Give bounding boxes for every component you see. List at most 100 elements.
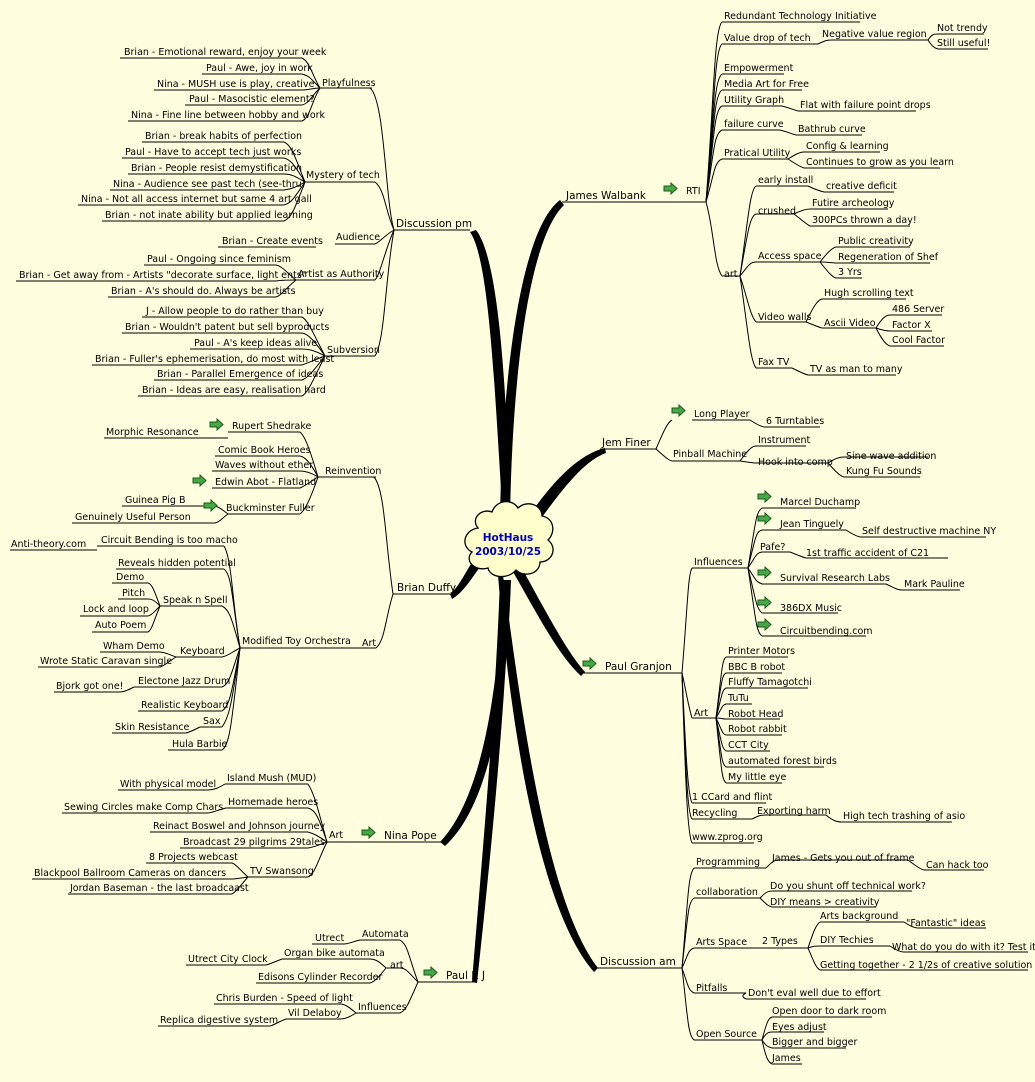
leaf-realistic-keyboard: Realistic Keyboard xyxy=(141,700,228,711)
link-arrow-icon[interactable] xyxy=(671,404,686,417)
node-nina-pope: Nina Pope xyxy=(384,830,437,842)
branch-james-walbank xyxy=(562,21,988,376)
leaf-utrect-clock: Utrect City Clock xyxy=(188,954,268,965)
node-tv-swansong: TV Swansong xyxy=(249,866,314,877)
link-arrow-icon[interactable] xyxy=(757,490,772,503)
leaf-arts-background: Arts background xyxy=(820,911,898,922)
leaf-486-server: 486 Server xyxy=(892,304,944,315)
node-negative-value: Negative value region xyxy=(822,29,927,40)
labels-james-walbank: James Walbank RTI Redundant Technology I… xyxy=(565,11,990,375)
leaf-cct-city: CCT City xyxy=(728,740,769,751)
link-arrow-icon[interactable] xyxy=(361,826,376,839)
link-arrow-icon[interactable] xyxy=(192,474,207,487)
leaf-3-yrs: 3 Yrs xyxy=(838,267,862,278)
trunk-discussion-pm xyxy=(470,230,510,520)
node-subversion: Subversion xyxy=(327,345,380,356)
node-hook-into-comp: Hook into comp xyxy=(758,457,833,468)
link-arrow-icon[interactable] xyxy=(757,512,772,525)
leaf-hugh-scrolling: Hugh scrolling text xyxy=(824,288,914,299)
leaf-jordan-baseman: Jordan Baseman - the last broadcaast xyxy=(69,883,249,894)
leaf-edisons-cylinder: Edisons Cylinder Recorder xyxy=(258,972,382,983)
leaf-386dx-music: 386DX Music xyxy=(780,603,842,614)
leaf-getting-together: Getting together - 2 1/2s of creative so… xyxy=(820,960,1032,971)
node-access-space: Access space xyxy=(758,251,822,262)
leaf-sine-wave: Sine wave addition xyxy=(846,451,936,462)
node-art-nina: Art xyxy=(329,830,343,841)
leaf-robot-head: Robot Head xyxy=(728,709,783,720)
link-arrow-icon[interactable] xyxy=(663,182,678,195)
leaf-playfulness-2: Paul - Awe, joy in work xyxy=(206,63,313,74)
leaf-static-caravan: Wrote Static Caravan single xyxy=(40,656,172,667)
node-collaboration: collaboration xyxy=(696,887,758,898)
leaf-redundant-tech: Redundant Technology Initiative xyxy=(724,11,877,22)
link-arrow-icon[interactable] xyxy=(203,499,218,512)
node-programming: Programming xyxy=(696,857,760,868)
leaf-shunt-off: Do you shunt off technical work? xyxy=(770,881,926,892)
leaf-cool-factor: Cool Factor xyxy=(892,335,945,346)
leaf-can-hack: Can hack too xyxy=(926,860,989,871)
leaf-300pcs: 300PCs thrown a day! xyxy=(812,215,917,226)
leaf-playfulness-1: Brian - Emotional reward, enjoy your wee… xyxy=(124,47,327,58)
leaf-chris-burden: Chris Burden - Speed of light xyxy=(216,993,353,1004)
node-failure-curve: failure curve xyxy=(724,119,784,130)
node-paul-rj: Paul R J xyxy=(446,970,485,982)
node-discussion-am: Discussion am xyxy=(600,956,676,968)
leaf-subversion-2: Brian - Wouldn't patent but sell byprodu… xyxy=(125,322,329,333)
leaf-reinact-boswel: Reinact Boswel and Johnson journey xyxy=(153,821,325,832)
node-automata: Automata xyxy=(362,929,409,940)
node-pinball-machine: Pinball Machine xyxy=(673,449,747,460)
leaf-futire-archeology: Futire archeology xyxy=(812,198,895,209)
leaf-playfulness-3: Nina - MUSH use is play, creative xyxy=(157,79,315,90)
node-reinvention: Reinvention xyxy=(325,466,381,477)
center-node[interactable]: HotHaus 2003/10/25 xyxy=(464,501,554,578)
leaf-skin-resistance: Skin Resistance xyxy=(115,722,190,733)
node-open-source: Open Source xyxy=(696,1029,757,1040)
node-2-types: 2 Types xyxy=(762,936,798,947)
leaf-vil-delaboy: Vil Delaboy xyxy=(288,1008,342,1019)
leaf-lock-and-loop: Lock and loop xyxy=(83,604,149,615)
leaf-james-frame: James - Gets you out of frame xyxy=(771,853,915,864)
leaf-mystery-1: Brian - break habits of perfection xyxy=(145,131,302,142)
leaf-robot-rabbit: Robot rabbit xyxy=(728,724,787,735)
leaf-circuit-bending: Circuit Bending is too macho xyxy=(101,535,238,546)
labels-paul-rj: Paul R J Automata Utrect art Organ bike … xyxy=(160,929,485,1026)
link-arrow-icon[interactable] xyxy=(757,596,772,609)
leaf-tutu: TuTu xyxy=(727,693,749,704)
branch-discussion-pm xyxy=(16,57,470,397)
node-exporting-harm: Exporting harm xyxy=(757,806,831,817)
link-arrow-icon[interactable] xyxy=(423,966,438,979)
leaf-electone: Electone Jazz Drum xyxy=(138,676,230,687)
leaf-mystery-2: Paul - Have to accept tech just works xyxy=(125,147,301,158)
link-arrow-icon[interactable] xyxy=(757,618,772,631)
leaf-fantastic-ideas: "Fantastic" ideas xyxy=(906,918,986,929)
leaf-sax: Sax xyxy=(203,716,221,727)
leaf-reveals-hidden: Reveals hidden potential xyxy=(118,558,236,569)
link-arrow-icon[interactable] xyxy=(582,657,597,670)
node-mystery-of-tech: Mystery of tech xyxy=(306,170,380,181)
node-fax-tv: Fax TV xyxy=(758,357,790,368)
node-influences-paulrj: Influences xyxy=(358,1002,407,1013)
labels-jem-finer: Jem Finer Long Player 6 Turntables Pinba… xyxy=(601,404,936,477)
link-arrow-icon[interactable] xyxy=(209,418,224,431)
leaf-my-little-eye: My little eye xyxy=(728,772,787,783)
link-arrow-icon[interactable] xyxy=(757,566,772,579)
leaf-bathrub: Bathrub curve xyxy=(798,124,866,135)
leaf-guinea-pig-b: Guinea Pig B xyxy=(125,495,185,506)
labels-brian-duffy: Brian Duffy Reinvention Rupert Shedrake … xyxy=(11,418,456,750)
trunk-james-walbank xyxy=(500,200,564,520)
node-arts-space: Arts Space xyxy=(696,937,747,948)
leaf-sewing-circles: Sewing Circles make Comp Chars xyxy=(64,802,223,813)
leaf-traffic-accident: 1st traffic accident of C21 xyxy=(806,548,929,559)
leaf-waves-without-ether: Waves without ether xyxy=(215,460,313,471)
node-discussion-pm: Discussion pm xyxy=(396,218,472,230)
node-james-walbank: James Walbank xyxy=(565,190,647,202)
leaf-media-art: Media Art for Free xyxy=(724,79,809,90)
leaf-mystery-4: Nina - Audience see past tech (see-thru) xyxy=(113,179,305,190)
leaf-circuitbending-com: Circuitbending.com xyxy=(780,626,873,637)
leaf-printer-motors: Printer Motors xyxy=(728,646,795,657)
leaf-what-do-you-do: What do you do with it? Test it! xyxy=(892,942,1035,953)
branch-nina-pope xyxy=(32,783,444,895)
node-rti: RTI xyxy=(686,186,701,197)
node-crushed: crushed xyxy=(758,206,796,217)
leaf-bigger-and-bigger: Bigger and bigger xyxy=(772,1037,857,1048)
